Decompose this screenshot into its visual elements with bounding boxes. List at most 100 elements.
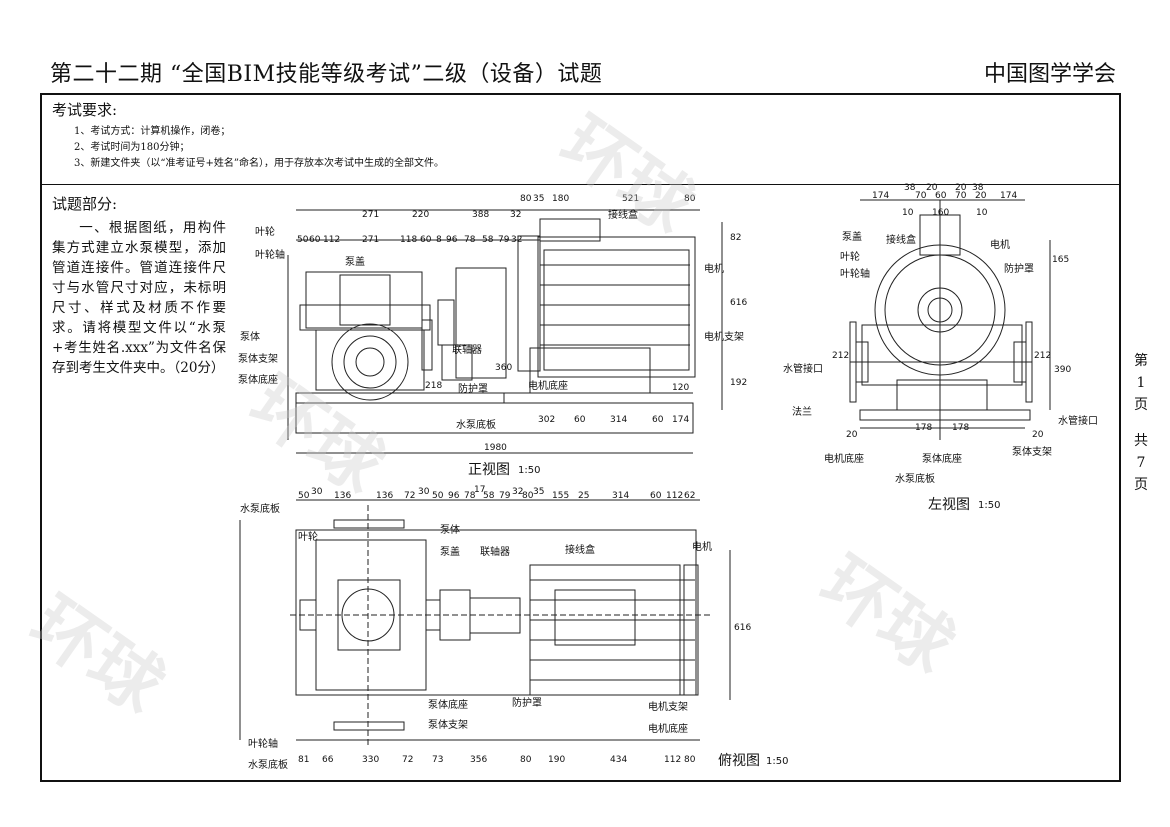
- top-dim: 17: [474, 485, 485, 495]
- left-label: 叶轮: [840, 250, 860, 263]
- left-dim: 20: [926, 183, 938, 193]
- top-dim: 30: [311, 487, 323, 497]
- front-dim: 120: [672, 383, 689, 393]
- left-label: 泵体支架: [1012, 446, 1052, 458]
- front-view-caption: 正视图: [468, 462, 510, 478]
- left-dim: 174: [872, 191, 889, 201]
- top-dim: 356: [470, 755, 487, 765]
- top-dim: 80: [522, 491, 534, 501]
- top-label: 叶轮: [298, 530, 318, 543]
- left-dim: 174: [1000, 191, 1017, 201]
- top-dim: 314: [612, 491, 629, 501]
- top-dim: 190: [548, 755, 565, 765]
- left-dim: 60: [935, 191, 947, 201]
- page-info-char: 7: [1136, 455, 1146, 471]
- left-view-scale: 1:50: [978, 500, 1000, 511]
- exam-header-org: 中国图学学会: [983, 62, 1116, 87]
- top-label: 电机支架: [648, 700, 688, 713]
- front-dim: 118: [400, 235, 417, 245]
- front-dim: 78: [464, 235, 476, 245]
- front-dim: 271: [362, 235, 379, 245]
- top-label: 泵体底座: [428, 698, 468, 711]
- top-dim: 96: [448, 491, 460, 501]
- requirement-item: 3、新建文件夹（以“准考证号+姓名”命名），用于存放本次考试中生成的全部文件。: [74, 158, 444, 169]
- top-dim: 58: [483, 491, 495, 501]
- question-body: 一、根据图纸，用构件集方式建立水泵模型，添加管道连接件。管道连接件尺寸与水管尺寸…: [52, 218, 226, 378]
- front-dim: 79: [498, 235, 510, 245]
- front-label: 电机支架: [704, 330, 744, 343]
- left-label: 泵体底座: [922, 452, 962, 465]
- top-label: 接线盒: [565, 543, 595, 556]
- top-label: 联轴器: [480, 545, 510, 558]
- top-dim: 79: [499, 491, 511, 501]
- top-dim: 60: [650, 491, 662, 501]
- top-view-scale: 1:50: [766, 756, 788, 767]
- top-dim: 80: [520, 755, 532, 765]
- top-dim: 32: [512, 487, 523, 497]
- top-dim: 73: [432, 755, 443, 765]
- front-dim: 96: [446, 235, 458, 245]
- top-label: 叶轮轴: [248, 737, 278, 750]
- front-dim: 58: [482, 235, 494, 245]
- left-label: 防护罩: [1004, 262, 1034, 275]
- front-dim: 35: [533, 194, 544, 204]
- front-dim: 218: [425, 381, 442, 391]
- question-text: 一、根据图纸，用构件集方式建立水泵模型，添加管道连接件。管道连接件尺寸与水管尺寸…: [52, 220, 226, 376]
- top-view-caption: 俯视图: [718, 753, 760, 769]
- question-title: 试题部分:: [52, 195, 118, 213]
- left-label: 接线盒: [886, 233, 916, 246]
- left-label: 电机: [990, 238, 1010, 251]
- front-label: 泵体: [240, 331, 260, 343]
- top-dim: 155: [552, 491, 569, 501]
- left-dim: 10: [976, 208, 988, 218]
- requirements-panel: 考试要求: 1、考试方式：计算机操作，闭卷； 2、考试时间为180分钟； 3、新…: [40, 93, 1121, 185]
- page-info-char: 第: [1134, 353, 1148, 369]
- left-label: 泵盖: [842, 230, 862, 243]
- left-dim: 212: [1034, 351, 1051, 361]
- front-dim: 360: [495, 363, 512, 373]
- top-dim: 25: [578, 491, 589, 501]
- top-label: 防护罩: [512, 696, 542, 709]
- front-dim-total: 1980: [484, 443, 507, 453]
- top-dim: 112: [664, 755, 681, 765]
- left-dim: 160: [932, 208, 949, 218]
- front-dim: 8: [436, 235, 442, 245]
- top-dim: 81: [298, 755, 309, 765]
- top-dim: 330: [362, 755, 379, 765]
- front-label: 电机: [704, 262, 724, 275]
- front-dim: 112: [323, 235, 340, 245]
- top-label: 泵体支架: [428, 719, 468, 731]
- front-label: 叶轮: [255, 225, 275, 238]
- page-info: 第 1 页 共 7 页: [1134, 350, 1148, 496]
- front-label: 泵体支架: [238, 353, 278, 365]
- left-label: 电机底座: [824, 452, 864, 465]
- top-label: 水泵底板: [240, 502, 280, 515]
- front-label: 电机底座: [528, 379, 568, 392]
- left-dim: 178: [915, 423, 932, 433]
- front-label: 叶轮轴: [255, 248, 285, 261]
- top-dim: 434: [610, 755, 627, 765]
- top-dim: 78: [464, 491, 476, 501]
- top-dim: 136: [376, 491, 393, 501]
- front-dim: 616: [730, 298, 747, 308]
- page-info-char: 页: [1134, 397, 1148, 413]
- top-dim: 72: [404, 491, 415, 501]
- front-dim: 60: [574, 415, 586, 425]
- page-info-char: 共: [1134, 433, 1148, 449]
- front-dim: 60: [309, 235, 321, 245]
- top-dim: 136: [334, 491, 351, 501]
- front-dim: 32: [510, 210, 521, 220]
- requirements-list: 1、考试方式：计算机操作，闭卷； 2、考试时间为180分钟； 3、新建文件夹（以…: [74, 124, 444, 172]
- left-view-caption: 左视图: [928, 497, 970, 513]
- front-dim: 521: [622, 194, 639, 204]
- left-dim: 390: [1054, 365, 1071, 375]
- top-dim: 50: [432, 491, 444, 501]
- front-dim: 174: [672, 415, 689, 425]
- top-dim: 72: [402, 755, 413, 765]
- left-dim: 212: [832, 351, 849, 361]
- front-dim: 314: [610, 415, 627, 425]
- top-dim: 112: [666, 491, 683, 501]
- front-dim: 180: [552, 194, 569, 204]
- top-dim: 35: [533, 487, 544, 497]
- front-dim: 50: [297, 235, 309, 245]
